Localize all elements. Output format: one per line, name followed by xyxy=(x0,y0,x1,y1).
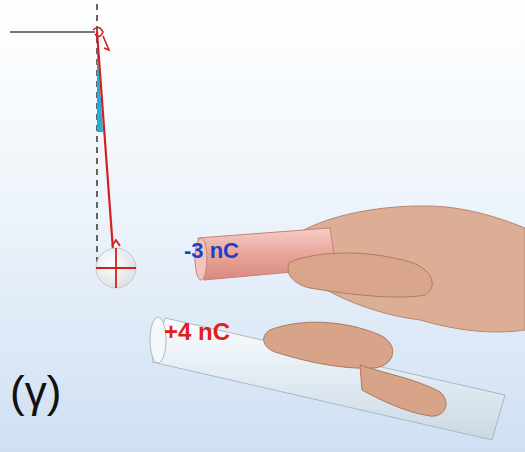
charge-label: +4 nC xyxy=(164,320,230,344)
finger xyxy=(264,322,393,368)
positive-rod xyxy=(152,318,505,440)
ball-binding xyxy=(96,240,136,288)
support-bar xyxy=(10,31,95,33)
knot xyxy=(93,27,109,50)
thread xyxy=(97,32,113,250)
charge-label: -3 nC xyxy=(184,240,239,262)
thumb xyxy=(288,253,432,297)
finger xyxy=(360,365,446,416)
panel-label: (γ) xyxy=(10,370,61,414)
